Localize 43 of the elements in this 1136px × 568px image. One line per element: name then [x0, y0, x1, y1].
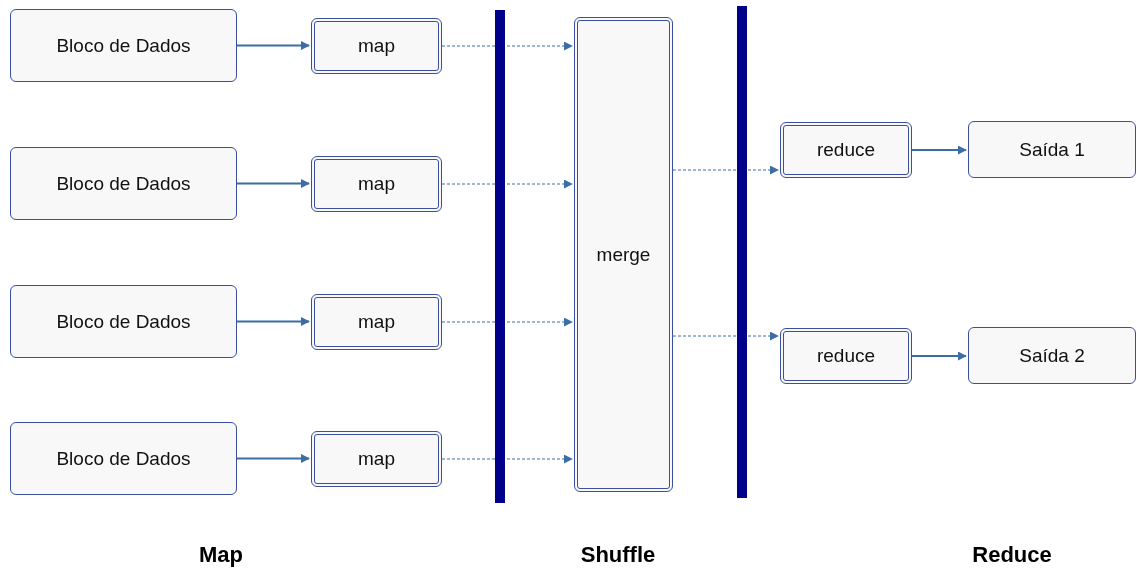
node-label: map: [358, 35, 395, 57]
arrow: [441, 179, 573, 189]
node-label: merge: [596, 243, 651, 266]
arrow: [236, 179, 310, 188]
divider-bar: [495, 10, 505, 503]
node-label: reduce: [816, 345, 876, 367]
data-box: [968, 121, 1136, 178]
node-label: Bloco de Dados: [56, 447, 191, 470]
node-label: Bloco de Dados: [56, 310, 191, 333]
arrow: [236, 454, 310, 463]
node-label: map: [358, 173, 395, 195]
process-box: [780, 122, 912, 178]
arrow: [236, 317, 310, 326]
arrow: [911, 351, 967, 361]
arrow: [441, 454, 573, 464]
data-box: [10, 422, 237, 495]
data-box: [10, 147, 237, 220]
data-box: [968, 327, 1136, 384]
node-label: map: [358, 448, 395, 470]
node-label: reduce: [816, 139, 876, 161]
node-label: Bloco de Dados: [56, 172, 191, 195]
process-box: [311, 156, 442, 212]
arrow: [236, 41, 310, 50]
process-box: [311, 294, 442, 350]
divider-bar: [737, 6, 747, 498]
node-label: Saída 2: [1019, 344, 1085, 367]
node-label: map: [358, 311, 395, 333]
process-box: [780, 328, 912, 384]
arrow: [911, 145, 967, 155]
process-box: [574, 17, 673, 492]
phase-label: Shuffle: [580, 542, 656, 568]
arrow: [441, 317, 573, 327]
phase-label: Map: [199, 542, 243, 568]
arrow: [441, 41, 573, 51]
node-label: Bloco de Dados: [56, 34, 191, 57]
process-box: [311, 431, 442, 487]
data-box: [10, 9, 237, 82]
arrow: [672, 165, 779, 175]
phase-label: Reduce: [972, 542, 1052, 568]
node-label: Saída 1: [1019, 138, 1085, 161]
arrow: [672, 331, 779, 341]
process-box: [311, 18, 442, 74]
data-box: [10, 285, 237, 358]
